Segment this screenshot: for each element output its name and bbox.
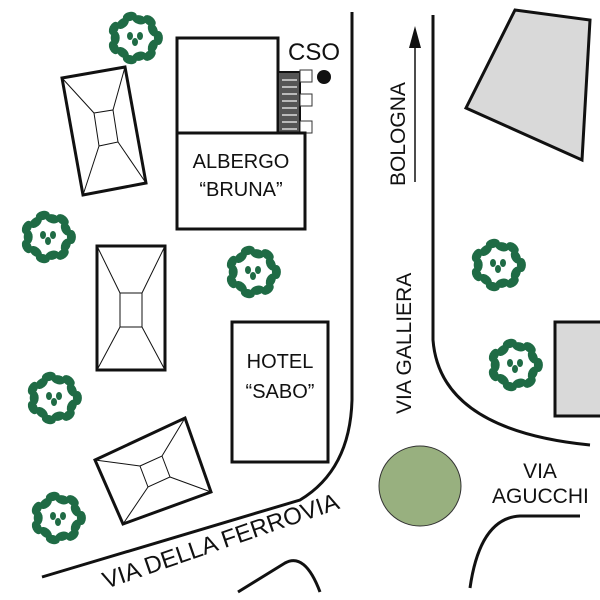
- cso-marker: [317, 70, 331, 84]
- tree-icon: [226, 245, 281, 299]
- road-edge-galliera-east: [431, 15, 591, 447]
- hotel-name: “SABO”: [246, 381, 315, 403]
- roof-buildings: [60, 65, 213, 526]
- tree-icon: [471, 238, 526, 292]
- albergo-label: ALBERGO: [193, 151, 290, 173]
- albergo-name: “BRUNA”: [199, 179, 282, 201]
- roof-building-3: [93, 415, 213, 526]
- road-edge-south: [237, 559, 322, 594]
- direction-arrow: [409, 26, 421, 182]
- tree-icon: [27, 371, 82, 425]
- trees: [21, 11, 543, 545]
- via-agucchi-label-2: AGUCCHI: [492, 485, 589, 508]
- road-edge-galliera-west: [41, 12, 354, 579]
- road-edge-agucchi-south: [468, 514, 580, 589]
- tree-icon: [488, 338, 543, 392]
- roof-building-2: [95, 244, 167, 372]
- roads: [41, 12, 591, 594]
- via-galliera-label: VIA GALLIERA: [393, 273, 416, 414]
- roundabout: [378, 445, 462, 527]
- bologna-label: BOLOGNA: [387, 82, 410, 186]
- via-agucchi-label-1: VIA: [523, 460, 557, 483]
- albergo-annex: [175, 36, 280, 135]
- tree-icon: [21, 210, 76, 264]
- stairs-hatch: [277, 71, 301, 134]
- entrances: [299, 69, 313, 134]
- roof-building-1: [60, 65, 148, 197]
- block-right: [553, 320, 600, 418]
- block-top-right: [463, 8, 592, 163]
- hotel-sabo-building: [230, 320, 330, 464]
- albergo-bruna-building: [175, 131, 307, 231]
- hotel-label: HOTEL: [247, 351, 314, 373]
- tree-icon: [108, 11, 163, 65]
- cso-label: CSO: [288, 39, 340, 66]
- tree-icon: [31, 491, 86, 545]
